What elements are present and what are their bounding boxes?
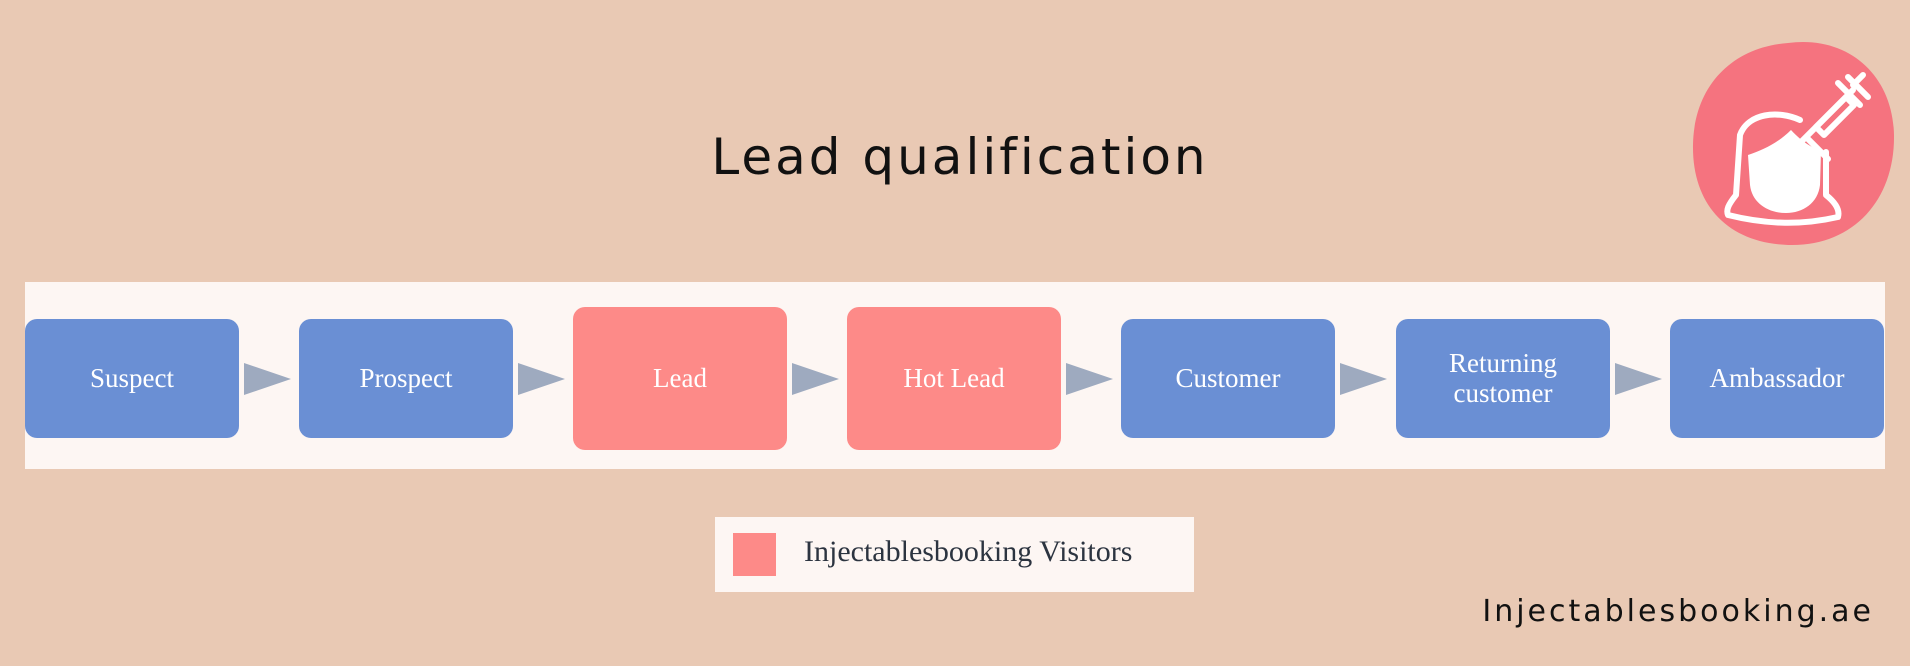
arrow-right-icon [1066, 363, 1113, 395]
stage-box: Hot Lead [847, 307, 1061, 450]
arrow-right-icon [1340, 363, 1387, 395]
arrow-right-icon [1615, 363, 1662, 395]
stage-box: Suspect [25, 319, 239, 438]
stage-label: Suspect [90, 362, 174, 393]
stage-label: Hot Lead [903, 362, 1005, 393]
footer-website: Injectablesbooking.ae [1482, 594, 1874, 629]
stage-box: Ambassador [1670, 319, 1884, 438]
stage-box: Returning customer [1396, 319, 1610, 438]
stage-label: Ambassador [1709, 362, 1845, 393]
page-title: Lead qualification [711, 128, 1209, 186]
stage-label: Returning customer [1449, 347, 1557, 408]
arrow-right-icon [792, 363, 839, 395]
legend-swatch [733, 533, 776, 576]
legend: Injectablesbooking Visitors [715, 517, 1194, 592]
stage-box: Prospect [299, 319, 513, 438]
arrow-right-icon [244, 363, 291, 395]
logo-woman-syringe-icon [1692, 41, 1895, 246]
stage-label: Lead [653, 362, 707, 393]
legend-label: Injectablesbooking Visitors [804, 535, 1133, 568]
stage-box: Lead [573, 307, 787, 450]
stage-label: Customer [1175, 362, 1281, 393]
arrow-right-icon [518, 363, 565, 395]
stage-label: Prospect [359, 362, 453, 393]
stage-box: Customer [1121, 319, 1335, 438]
